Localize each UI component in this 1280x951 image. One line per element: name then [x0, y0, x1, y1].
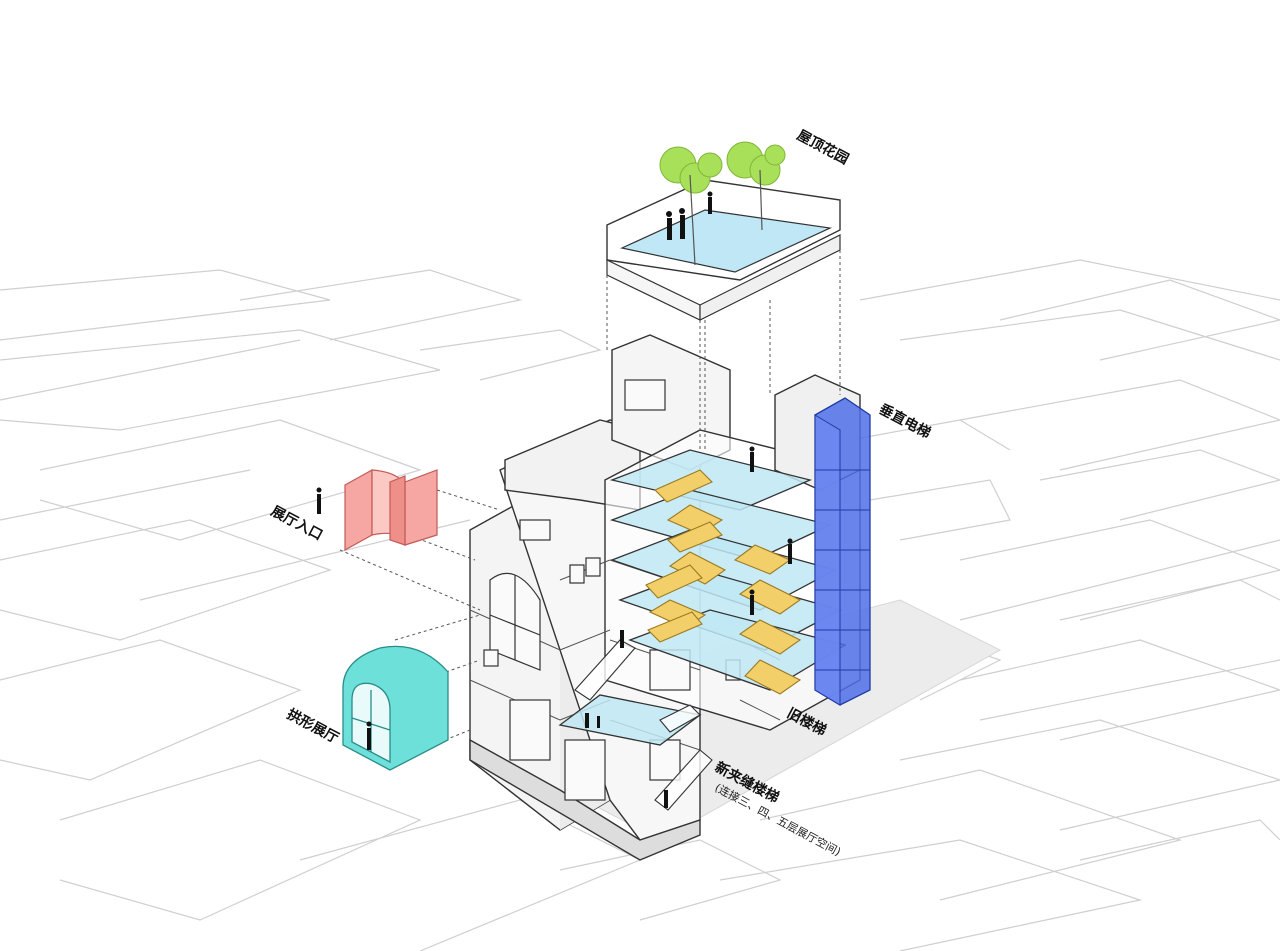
label-hall-entrance: 展厅入口 [268, 503, 325, 543]
arched-hall [342, 645, 449, 771]
label-roof-garden: 屋顶花园 [794, 127, 851, 168]
person-icons [316, 191, 793, 808]
tree-icon [659, 141, 786, 194]
site-context-lines [0, 259, 1280, 951]
hall-entrance [344, 468, 438, 552]
label-vertical-elevator: 垂直电梯 [876, 401, 933, 442]
label-arched-hall: 拱形展厅 [284, 706, 341, 747]
vertical-elevator [814, 397, 871, 706]
facade-windows [483, 379, 741, 801]
roof-garden [606, 141, 841, 321]
new-stair [645, 469, 802, 695]
old-stair [574, 639, 713, 811]
tree-trunk-lines [689, 169, 763, 266]
